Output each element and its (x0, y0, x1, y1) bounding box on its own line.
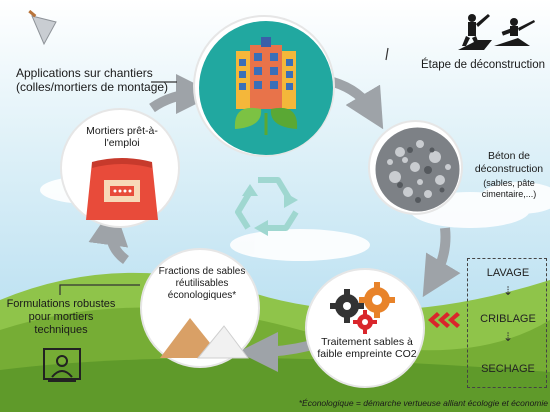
label-applications: Applications sur chantiers (colles/morti… (16, 66, 169, 94)
node-fractions: Fractions de sables réutilisables éconol… (140, 248, 260, 368)
node-building (193, 15, 335, 157)
mortar-bag-icon (86, 158, 158, 220)
node-mortars: Mortiers prêt-à-l'emploi (60, 108, 180, 228)
process-step-criblage: CRIBLAGE (480, 313, 536, 325)
process-step-sechage: SECHAGE (481, 363, 535, 375)
pointer-line-deconstruction (385, 47, 389, 61)
node-mortars-label: Mortiers prêt-à-l'emploi (86, 125, 158, 149)
chevrons-icon (428, 312, 460, 328)
label-deconstruction: Étape de déconstruction (420, 59, 545, 71)
process-steps-box: LAVAGE ⇣ CRIBLAGE ⇣ SECHAGE (467, 258, 547, 388)
workers-icon (458, 14, 535, 50)
node-fractions-label: Fractions de sables réutilisables éconol… (158, 266, 246, 301)
process-step-lavage: LAVAGE (486, 267, 530, 279)
arrow-concrete-to-treatment (422, 227, 461, 298)
node-treatment-label: Traitement sables à faible empreinte CO2 (317, 336, 417, 360)
recycle-icon (235, 177, 299, 236)
arrow-down-icon: ⇣ (502, 330, 514, 344)
expert-icon (43, 348, 81, 382)
cloud (40, 176, 550, 261)
sand-piles-icon (160, 318, 249, 359)
node-treatment: Traitement sables à faible empreinte CO2 (305, 268, 425, 388)
node-concrete (368, 120, 463, 215)
label-formulations: Formulations robustes pour mortiers tech… (6, 298, 116, 336)
footnote: *Éconologique = démarche vertueuse allia… (298, 398, 548, 408)
arrow-building-to-concrete (331, 77, 384, 130)
building-icon (199, 21, 333, 155)
pointer-line-formulations (59, 284, 140, 295)
arrow-mortars-to-building (149, 74, 216, 115)
arrow-fractions-to-mortars (88, 205, 130, 265)
label-concrete: Béton de déconstruction (474, 150, 544, 175)
label-concrete-sub: (sables, pâte cimentaire,...) (481, 178, 537, 199)
gravel-icon (375, 127, 460, 212)
arrow-down-icon: ⇣ (502, 284, 514, 298)
arrow-treatment-to-fractions (238, 331, 310, 372)
gears-icon (330, 282, 395, 334)
trowel-icon (28, 10, 57, 46)
